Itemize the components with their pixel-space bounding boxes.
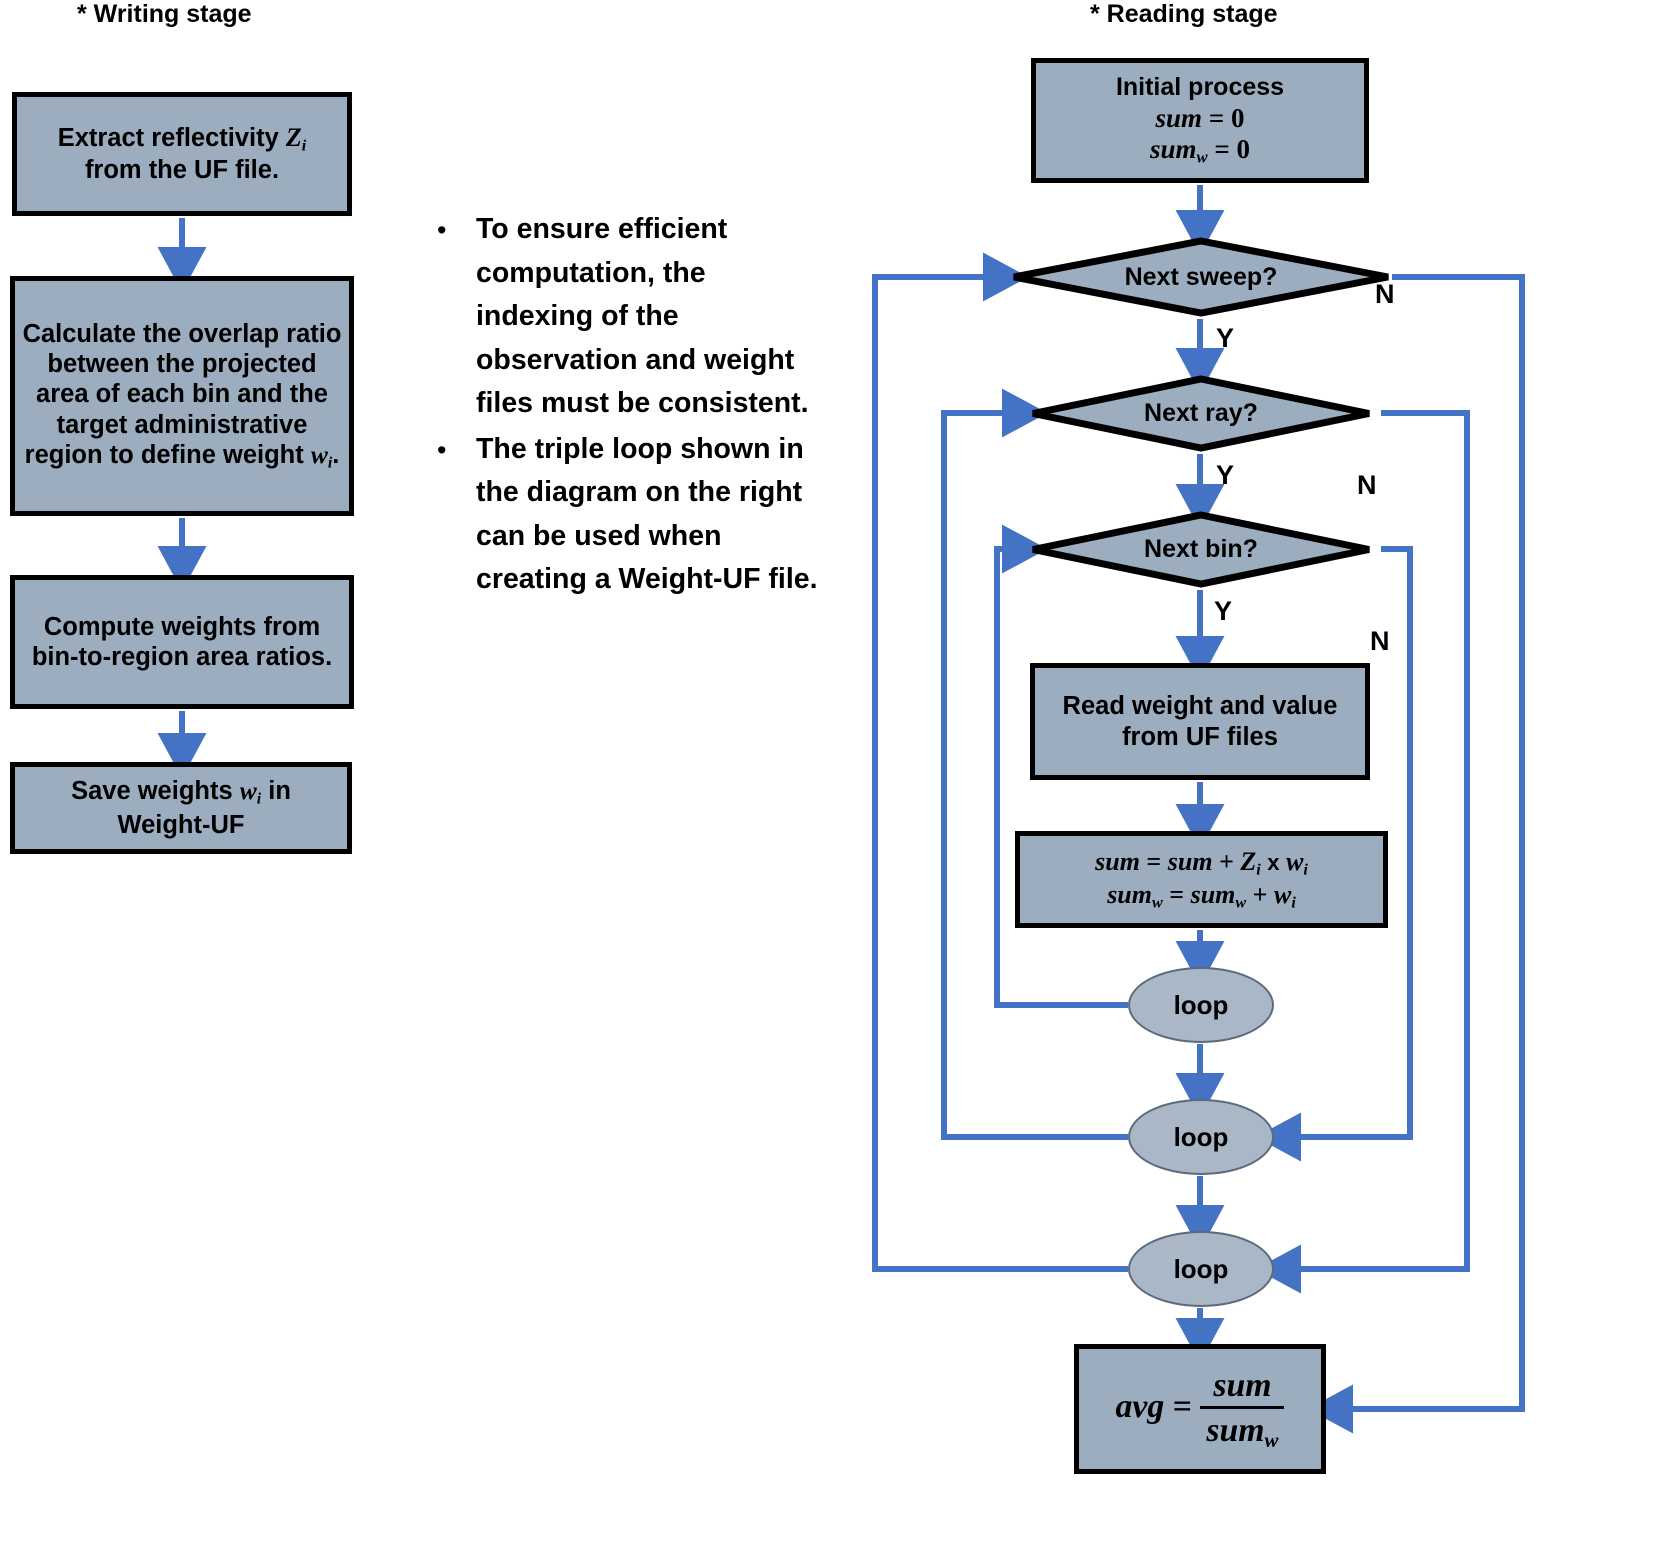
decision-next-bin-label: Next bin? [1144,535,1258,563]
loop-node-sweep[interactable]: loop [1128,1231,1274,1307]
writing-box2-variable: wi [310,439,333,472]
accumulate-eq2: sumw = sumw + wi [1107,879,1296,912]
writing-box-calculate-overlap-ratio[interactable]: Calculate the overlap ratio between the … [10,276,354,516]
decision-next-bin[interactable]: Next bin? [1029,511,1373,588]
writing-box4-variable: wi [239,776,262,808]
writing-box1-line2: from the UF file. [84,156,280,185]
loop-node-ray[interactable]: loop [1128,1099,1274,1175]
diamond-shape-icon [1032,375,1370,452]
reading-box-read-weight-value[interactable]: Read weight and value from UF files [1030,663,1370,780]
writing-box4-line2: Weight-UF [117,810,245,839]
bullet-marker-icon: • [437,215,447,245]
note-text-1: To ensure efficient computation, the ind… [476,213,809,419]
edge-label-sweep-no: N [1375,279,1395,309]
accumulate-eq1: sum = sum + Zi x wi [1095,846,1308,879]
writing-box-compute-weights[interactable]: Compute weights from bin-to-region area … [10,575,354,709]
reading-box-accumulate[interactable]: sum = sum + Zi x wi sumw = sumw + wi [1015,831,1388,928]
decision-next-sweep[interactable]: Next sweep? [1010,237,1392,317]
writing-box3-text: Compute weights from bin-to-region area … [31,612,333,671]
initial-process-eq1: sum = 0 [1155,102,1245,133]
decision-next-sweep-label: Next sweep? [1124,262,1278,291]
read-box-line1: Read weight and value [1062,692,1338,721]
writing-box-extract-reflectivity[interactable]: Extract reflectivity Zi from the UF file… [12,92,352,216]
initial-process-title: Initial process [1115,73,1285,102]
decision-next-ray-label: Next ray? [1144,399,1258,427]
note-text-2: The triple loop shown in the diagram on … [476,432,818,596]
diamond-shape-icon [1013,237,1389,317]
edge-label-sweep-yes: Y [1216,323,1235,353]
bullet-marker-icon: • [437,434,447,465]
edge-label-ray-yes: Y [1216,460,1235,490]
notes-list: • To ensure efficient computation, the i… [432,208,824,604]
edge-label-bin-no: N [1370,626,1390,656]
loop-ray-label: loop [1173,1121,1229,1152]
loop-bin-label: loop [1173,989,1229,1020]
writing-box-save-weights[interactable]: Save weights wi in Weight-UF [10,762,352,854]
edge-label-ray-no: N [1357,470,1377,500]
reading-stage-title: * Reading stage [1090,0,1278,28]
writing-stage-title: * Writing stage [77,0,252,28]
writing-box2-text: Calculate the overlap ratio between the … [22,320,342,469]
initial-process-eq2: sumw = 0 [1149,134,1251,168]
writing-box1-variable: Zi [285,122,307,155]
loop-node-bin[interactable]: loop [1128,967,1274,1043]
decision-next-ray[interactable]: Next ray? [1029,375,1373,452]
read-box-line2: from UF files [1122,722,1278,751]
writing-box1-line1: Extract reflectivity [57,123,279,152]
note-item: • To ensure efficient computation, the i… [432,208,824,426]
edge-label-bin-yes: Y [1214,596,1233,626]
writing-box4-line1b: in [268,777,291,806]
writing-box4-line1: Save weights [71,777,233,806]
diamond-shape-icon [1032,511,1370,588]
loop-sweep-label: loop [1173,1253,1229,1284]
note-item: • The triple loop shown in the diagram o… [432,428,824,602]
writing-box2-tail: . [332,440,340,469]
reading-box-initial-process[interactable]: Initial process sum = 0 sumw = 0 [1031,58,1369,183]
